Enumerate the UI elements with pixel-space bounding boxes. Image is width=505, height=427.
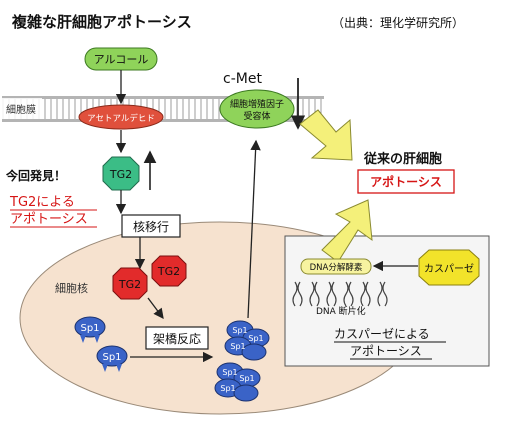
yellow-arrow-lower: [321, 199, 373, 263]
sp1-label-2: Sp1: [102, 352, 121, 363]
sp1-cluster-label-5: Sp1: [239, 374, 254, 383]
apoptosis-label: アポトーシス: [370, 174, 442, 189]
dna-fragmentation-label: DNA 断片化: [316, 305, 366, 317]
receptor-label-1: 細胞増殖因子: [230, 98, 284, 110]
crosslink-label: 架橋反応: [153, 332, 201, 346]
sp1-cluster-label-6: Sp1: [220, 384, 235, 393]
receptor-label-2: 受容体: [243, 110, 270, 122]
nuclear-translocation-label: 核移行: [133, 220, 169, 234]
sp1-molecule-1: Sp1: [74, 316, 106, 343]
sp1-cluster-label-2: Sp1: [248, 334, 263, 343]
sp1-molecule-2: Sp1: [96, 345, 128, 372]
yellow-arrow-upper: [299, 109, 353, 161]
page-title: 複雑な肝細胞アポトーシス: [11, 13, 192, 31]
sp1-crosslinked-cluster-upper: Sp1 Sp1 Sp1: [224, 320, 270, 361]
growth-factor-receptor: [219, 89, 295, 129]
sp1-crosslinked-cluster-lower: Sp1 Sp1 Sp1: [214, 362, 261, 402]
nuclear-translocation-box: [121, 214, 181, 238]
tg2-apoptosis-line1: TG2による: [9, 195, 75, 210]
apoptosis-box: [357, 169, 455, 194]
alcohol-label: アルコール: [94, 53, 149, 66]
crosslink-box: [145, 326, 209, 350]
discovery-label: 今回発見！: [5, 168, 66, 183]
tg2-red-label-front: TG2: [118, 278, 141, 291]
membrane-label: 細胞膜: [6, 103, 36, 116]
caspase-apoptosis-line1: カスパーゼによる: [334, 327, 430, 341]
tg2-apoptosis-line2: アポトーシス: [10, 212, 88, 227]
sp1-cluster-label-1: Sp1: [232, 326, 247, 335]
acetaldehyde-label: アセトアルデヒド: [87, 113, 155, 124]
tg2-green-octagon: [102, 156, 140, 191]
sp1-label-1: Sp1: [80, 323, 99, 334]
caspase-label: カスパーゼ: [424, 263, 474, 275]
caspase-apoptosis-line2: アポトーシス: [350, 344, 422, 358]
caspase-octagon: [418, 249, 480, 286]
sp1-cluster-label-3: Sp1: [230, 342, 245, 351]
dna-fragments: [292, 281, 388, 307]
tg2-red-octagon-back: [151, 255, 187, 287]
nucleus-label: 細胞核: [55, 281, 88, 295]
tg2-green-label: TG2: [109, 168, 132, 181]
conventional-label: 従来の肝細胞: [363, 151, 442, 167]
dnase-pill: [300, 258, 372, 275]
acetaldehyde-oval: [78, 104, 164, 130]
dnase-label: DNA分解酵素: [310, 262, 363, 273]
source-note: （出典：理化学研究所）: [332, 15, 464, 30]
tg2-red-octagon-front: [112, 267, 148, 300]
tg2-red-label-back: TG2: [157, 265, 180, 278]
sp1-cluster-label-4: Sp1: [222, 368, 237, 377]
cmet-label: c-Met: [223, 71, 262, 87]
